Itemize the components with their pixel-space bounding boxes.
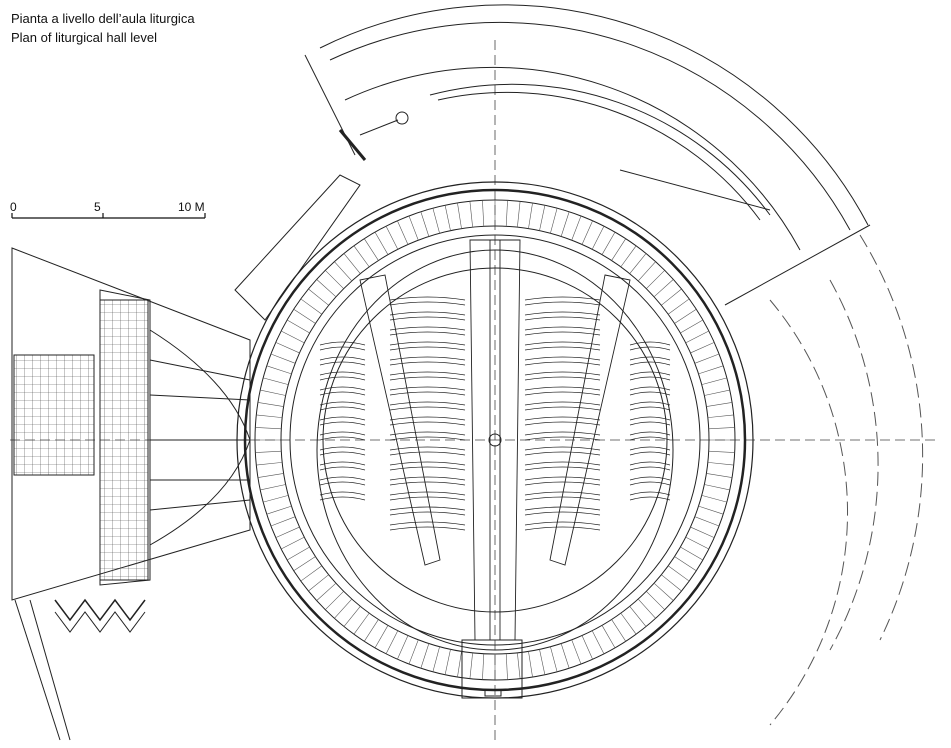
pew-rows — [319, 296, 671, 531]
outer-curved-ramps — [304, 4, 924, 726]
stair-tower — [234, 111, 409, 321]
caption-italian: Pianta a livello dell’aula liturgica — [11, 11, 195, 26]
scale-bar: 0 5 10 M — [8, 200, 228, 230]
altar-marker — [488, 433, 502, 447]
south-exit — [461, 639, 523, 699]
scale-bar-line — [11, 213, 206, 219]
plan-caption: Pianta a livello dell’aula liturgica Pla… — [11, 9, 195, 47]
gallery-ribs — [255, 200, 735, 680]
entrance-wing — [11, 247, 251, 741]
caption-english: Plan of liturgical hall level — [11, 30, 157, 45]
scale-label-0: 0 — [10, 200, 17, 214]
scale-label-5: 5 — [94, 200, 101, 214]
scale-label-10: 10 M — [178, 200, 205, 214]
